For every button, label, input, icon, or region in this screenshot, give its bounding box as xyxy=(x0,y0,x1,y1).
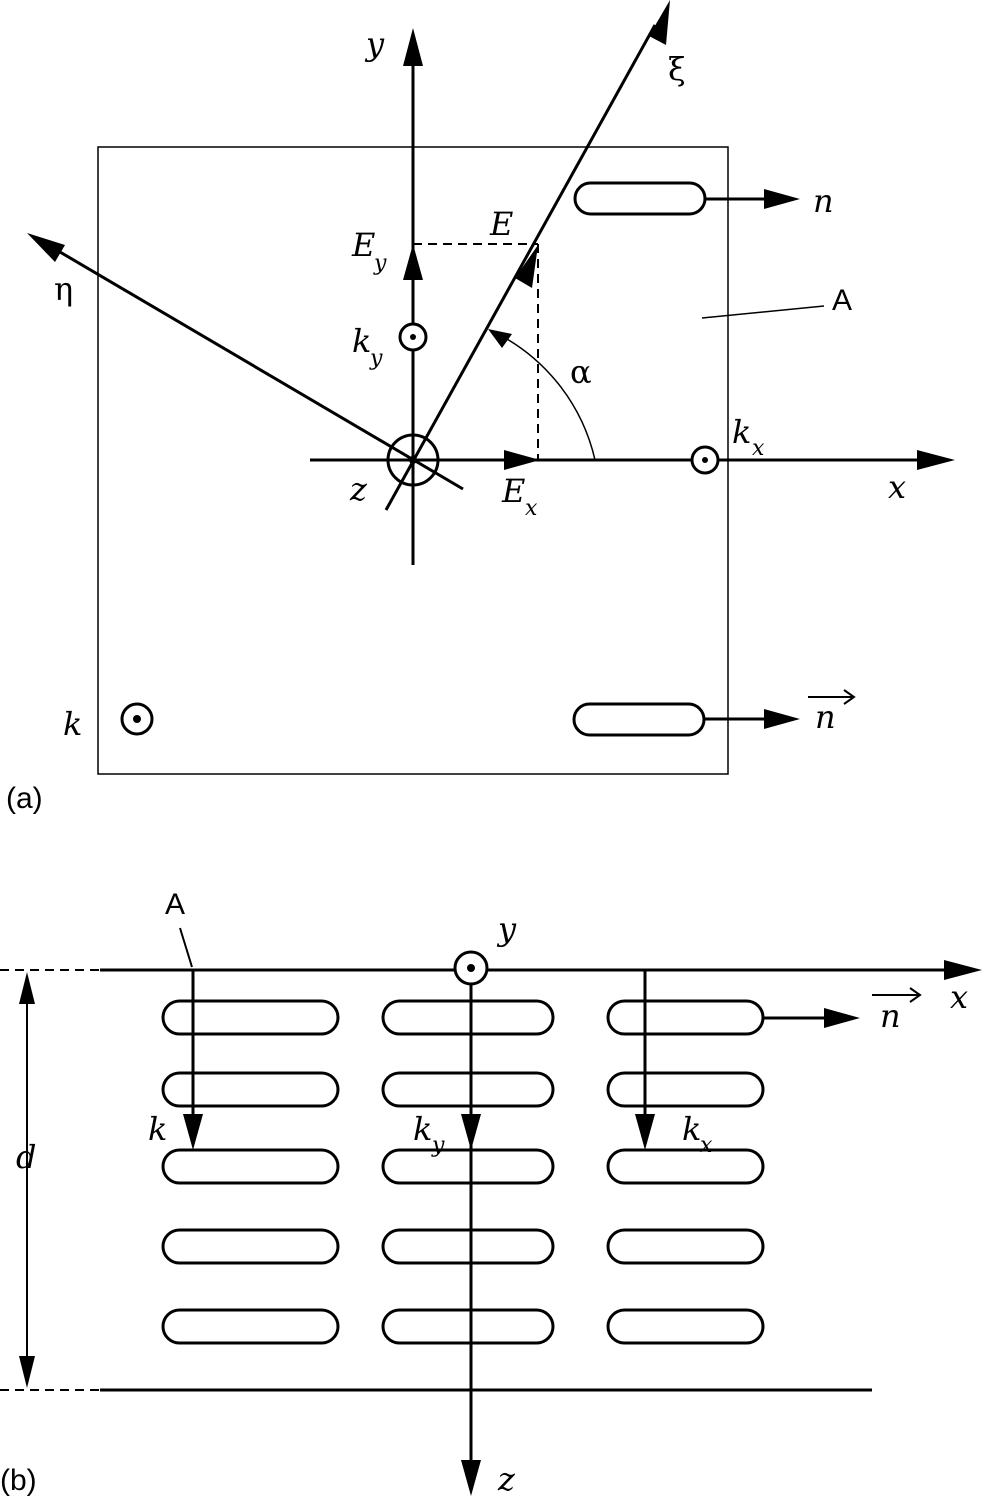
k-dot xyxy=(133,715,141,723)
n-label-bottom: n xyxy=(815,698,836,736)
k-label: k xyxy=(63,705,82,743)
panel-a: y ξ η E E y k y α k x x z E x n n A k (a… xyxy=(6,0,955,815)
a-label-b: A xyxy=(165,888,185,921)
k-wave-vector-head xyxy=(183,1114,203,1150)
y-axis-label-b: y xyxy=(496,910,517,948)
y-axis-label: y xyxy=(364,25,385,63)
e-vector-arrowhead xyxy=(515,245,538,288)
panel-a-caption: (a) xyxy=(6,782,43,815)
n-vector-bar-b-tip xyxy=(909,987,922,1003)
k-label-b: k xyxy=(148,1110,167,1148)
molecule xyxy=(381,999,555,1036)
ky-wave-vector-head xyxy=(461,1114,481,1150)
thickness-arrow-down xyxy=(19,1356,35,1388)
xi-axis xyxy=(384,24,657,511)
z-axis-label-b: z xyxy=(497,1460,516,1498)
a-pointer-line xyxy=(179,927,193,968)
ex-label-sub: x xyxy=(525,496,538,521)
molecule xyxy=(161,1308,340,1345)
z-axis-label: z xyxy=(349,470,368,508)
ey-arrowhead xyxy=(403,244,423,280)
ey-label-sub: y xyxy=(373,251,387,276)
alpha-label: α xyxy=(570,353,592,391)
n-arrow-b-head xyxy=(824,1008,860,1028)
eta-axis-label: η xyxy=(54,270,73,308)
ky-label-b-sub: y xyxy=(431,1133,445,1158)
ey-label: E xyxy=(351,226,375,264)
panel-b: A y x n d k k y k x z (b) xyxy=(0,888,982,1498)
molecule-top xyxy=(573,181,707,216)
eta-axis xyxy=(59,250,464,491)
a-label: A xyxy=(832,284,852,317)
n-arrow-bottom-head xyxy=(764,709,800,729)
molecule xyxy=(381,1071,555,1108)
k-out-of-page-symbol xyxy=(120,702,154,736)
a-leader-line xyxy=(701,305,825,319)
molecule xyxy=(606,1148,765,1185)
x-axis-label-b: x xyxy=(950,978,968,1016)
n-arrow-top-head xyxy=(764,189,800,209)
molecule xyxy=(161,1228,340,1265)
molecule xyxy=(606,1071,765,1108)
alpha-arc-arrowhead xyxy=(488,329,512,348)
ex-arrowhead xyxy=(504,450,540,470)
molecule-layer xyxy=(161,999,765,1345)
molecule xyxy=(161,999,340,1036)
ex-label: E xyxy=(501,472,525,510)
z-axis-dot xyxy=(409,456,417,464)
kx-wave-vector-head xyxy=(635,1114,655,1150)
kx-dot xyxy=(702,457,708,463)
kx-label-b-sub: x xyxy=(700,1133,713,1158)
eta-axis-arrowhead xyxy=(27,233,65,262)
n-label-b: n xyxy=(880,997,901,1035)
x-axis-b-arrowhead xyxy=(944,960,982,980)
y-axis-arrowhead xyxy=(403,28,423,66)
ky-label-b: k xyxy=(413,1110,432,1148)
n-label-top: n xyxy=(813,182,834,220)
kx-label: k xyxy=(732,413,751,451)
kx-label-sub: x xyxy=(752,436,765,461)
z-axis-b-arrowhead xyxy=(461,1460,481,1496)
d-label: d xyxy=(16,1138,36,1176)
molecule-bottom xyxy=(572,702,706,737)
e-vector-label: E xyxy=(489,205,513,243)
molecule xyxy=(381,1308,555,1345)
n-vector-bar-a-tip xyxy=(843,689,856,705)
alpha-arc xyxy=(499,334,596,461)
molecule xyxy=(606,1228,765,1265)
molecule xyxy=(606,999,765,1036)
kx-label-b: k xyxy=(682,1110,701,1148)
x-axis-arrowhead xyxy=(917,450,955,470)
panel-b-caption: (b) xyxy=(0,1464,37,1497)
y-axis-b-dot xyxy=(467,964,475,972)
ky-label: k xyxy=(352,322,371,360)
xi-axis-arrowhead xyxy=(649,0,670,45)
ky-label-sub: y xyxy=(369,346,383,371)
molecule xyxy=(161,1148,340,1185)
molecule xyxy=(606,1308,765,1345)
molecule xyxy=(381,1148,555,1185)
ky-dot xyxy=(410,334,416,340)
molecule xyxy=(161,1071,340,1108)
xi-axis-label: ξ xyxy=(668,50,686,88)
x-axis-label: x xyxy=(888,468,906,506)
molecule xyxy=(381,1228,555,1265)
z-axis-out-of-page-symbol xyxy=(386,433,440,487)
thickness-arrow-up xyxy=(19,972,35,1004)
